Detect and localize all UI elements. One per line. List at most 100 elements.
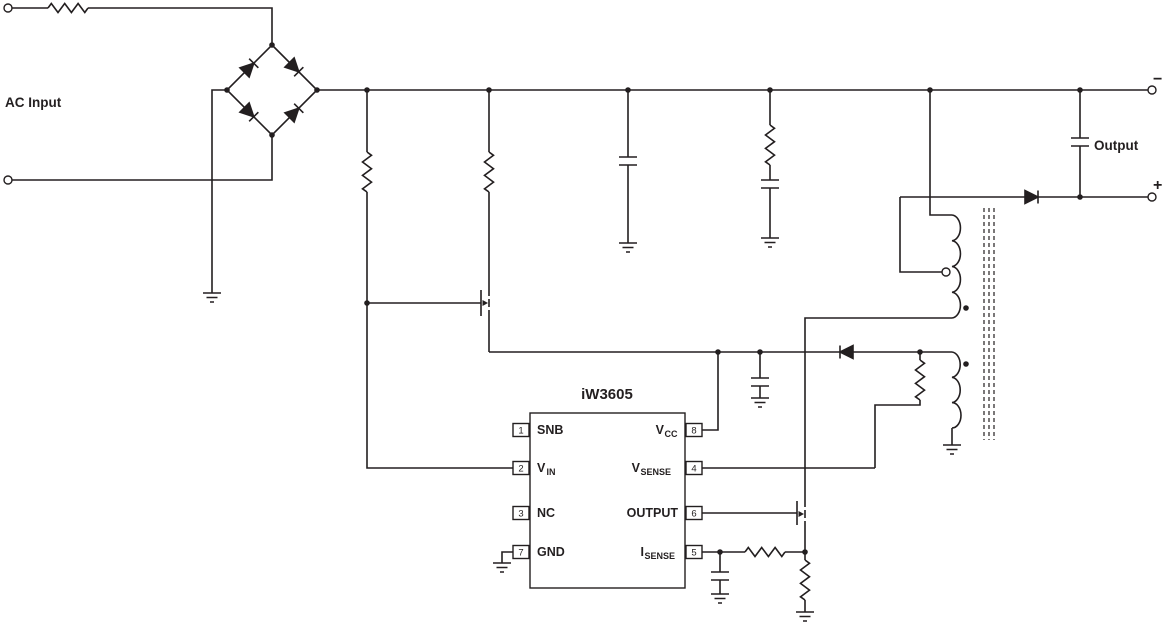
capacitor-icon xyxy=(750,377,770,387)
output-neg-sign: − xyxy=(1153,71,1162,88)
output-section: Output − + xyxy=(900,71,1162,205)
ground-icon xyxy=(492,562,512,573)
resistor-icon xyxy=(361,151,373,193)
pin-label: I xyxy=(641,545,644,559)
resistor-icon xyxy=(744,546,786,558)
output-capacitor-icon xyxy=(1070,137,1090,147)
output-label: Output xyxy=(1094,138,1139,153)
ac-input-section: AC Input xyxy=(3,2,273,185)
junction-dot xyxy=(269,42,275,48)
pin-number: 4 xyxy=(691,464,696,475)
resistor-icon xyxy=(483,151,495,193)
wire-vcc-pin xyxy=(702,352,719,431)
pin-box xyxy=(685,422,703,438)
dc-rail xyxy=(317,87,1148,93)
pin-label: V xyxy=(537,461,546,475)
pin-label: V xyxy=(656,423,665,437)
pin-box xyxy=(512,505,530,521)
fuse-resistor xyxy=(47,2,89,14)
ground-icon xyxy=(795,611,815,622)
pin-label: OUTPUT xyxy=(627,506,679,520)
ic-pin-snb: 1 SNB xyxy=(512,422,563,438)
mosfet-arrow xyxy=(798,511,804,517)
ground-icon xyxy=(202,292,222,303)
ic-pin-vcc: 8 V CC xyxy=(656,422,703,439)
ground-icon xyxy=(942,444,962,455)
pin-label: NC xyxy=(537,506,555,520)
ground-icon xyxy=(750,397,770,408)
output-pos-sign: + xyxy=(1153,177,1162,194)
wire-vsense-divider xyxy=(874,352,921,468)
ac-terminal-bottom xyxy=(3,175,13,185)
vcc-circuit xyxy=(489,344,952,431)
capacitor-icon xyxy=(618,156,638,166)
mosfet-arrow xyxy=(482,300,488,306)
pin-label-sub: IN xyxy=(547,467,556,477)
ic-pin-vsense: 4 V SENSE xyxy=(632,460,703,477)
wire-vin-branch xyxy=(366,90,513,469)
bridge-diamond xyxy=(225,43,319,137)
pin-number: 7 xyxy=(518,548,523,559)
output-terminal-pos xyxy=(1147,192,1157,202)
pin-number: 1 xyxy=(518,426,523,437)
ic-pin-gnd: 7 GND xyxy=(512,544,565,560)
resistor-icon xyxy=(764,124,776,166)
phase-dot xyxy=(963,361,969,367)
power-mosfet-icon xyxy=(796,496,806,532)
junction-dot xyxy=(269,132,275,138)
pin-number: 8 xyxy=(691,426,696,437)
transformer xyxy=(899,90,995,455)
bulk-capacitor-branch xyxy=(618,90,638,253)
wire-primary-ground xyxy=(211,89,227,293)
core-icon xyxy=(983,208,995,440)
wire-ac-neutral xyxy=(12,135,273,181)
ic-pin-nc: 3 NC xyxy=(512,505,555,521)
power-stage xyxy=(702,317,952,622)
wire-primary-feed xyxy=(929,90,952,216)
ac-input-label: AC Input xyxy=(5,95,62,110)
winding-tap-terminal xyxy=(941,267,951,277)
pin-label: GND xyxy=(537,545,565,559)
pin-label-sub: SENSE xyxy=(641,467,672,477)
ground-icon xyxy=(710,593,730,604)
pin-label: SNB xyxy=(537,423,563,437)
capacitor-icon xyxy=(760,179,780,189)
phase-dot xyxy=(963,305,969,311)
output-diode-icon xyxy=(1024,189,1039,205)
ground-icon xyxy=(760,237,780,248)
capacitor-icon xyxy=(710,571,730,581)
junction-dot xyxy=(715,349,721,355)
vsense-circuit xyxy=(702,352,926,469)
wire-drain-to-winding xyxy=(804,317,952,496)
wire-ac-line xyxy=(12,7,273,45)
pin-label-sub: SENSE xyxy=(645,551,676,561)
wire-tap xyxy=(899,197,942,273)
pin-label-sub: CC xyxy=(665,429,678,439)
rc-filter-branch xyxy=(760,90,780,248)
pin-label: V xyxy=(632,461,641,475)
ic-title: iW3605 xyxy=(581,386,633,403)
pin-box xyxy=(685,460,703,476)
ground-icon xyxy=(618,242,638,253)
shunt-resistor-icon xyxy=(799,559,811,601)
pin-box xyxy=(512,460,530,476)
resistor-icon xyxy=(914,359,926,401)
pin-number: 5 xyxy=(691,548,696,559)
pin-number: 6 xyxy=(691,509,696,520)
ic-body xyxy=(529,412,686,589)
vcc-diode-icon xyxy=(839,344,854,360)
pin-number: 2 xyxy=(518,464,523,475)
ac-terminal-top xyxy=(3,3,13,13)
wire-ic-gnd xyxy=(501,551,513,563)
bridge-rectifier xyxy=(202,42,320,303)
startup-circuit xyxy=(361,90,513,469)
startup-mosfet-icon xyxy=(480,285,490,321)
pin-box xyxy=(512,422,530,438)
pin-number: 3 xyxy=(518,509,523,520)
primary-winding-icon xyxy=(951,214,962,319)
ic-iw3605: iW3605 1 SNB 2 V IN 3 NC 7 GND 8 V xyxy=(492,386,703,589)
junction-dot xyxy=(757,349,763,355)
ic-pin-vin: 2 V IN xyxy=(512,460,556,477)
